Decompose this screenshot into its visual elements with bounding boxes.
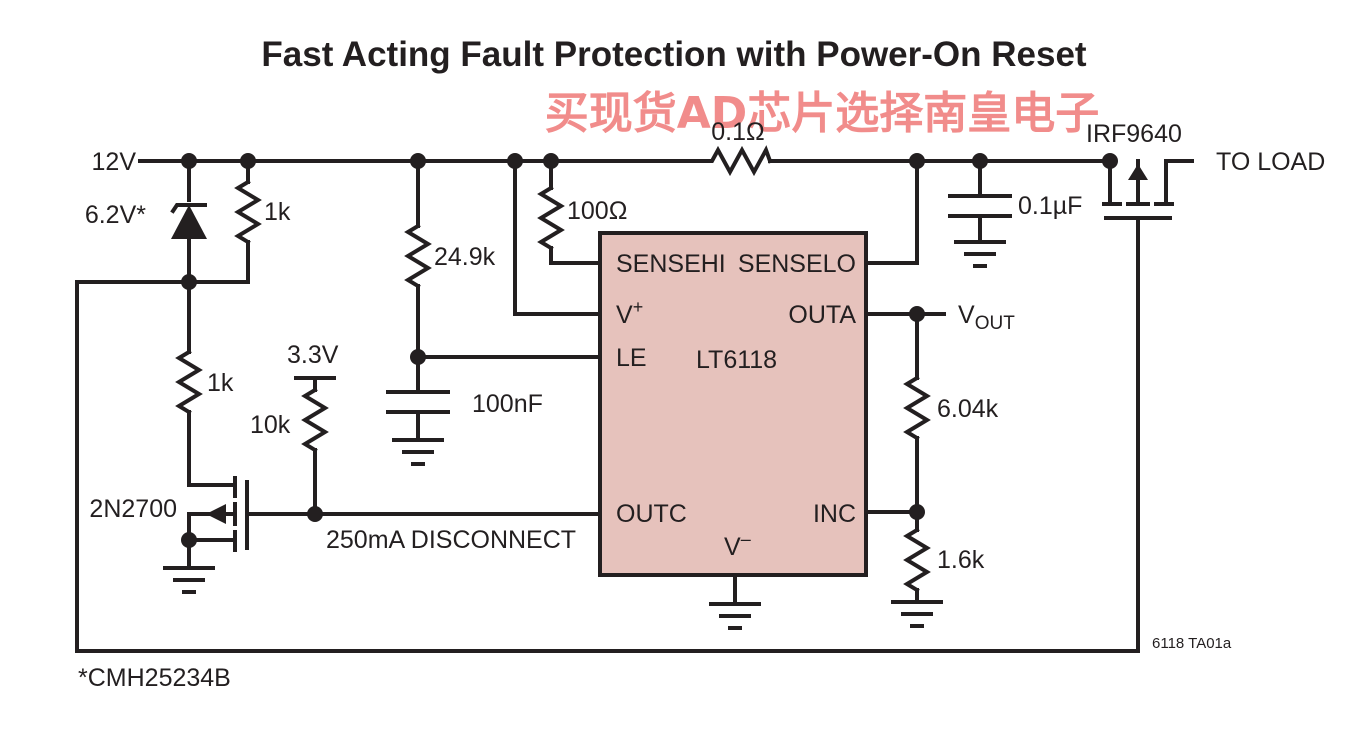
pin-senselo: SENSELO: [738, 250, 856, 278]
pin-outa: OUTA: [788, 301, 856, 329]
sense-resistor: [704, 145, 773, 177]
label-r-sense: 0.1Ω: [711, 118, 764, 146]
label-r-zener: 1k: [264, 198, 291, 226]
pin-vplus: V+: [616, 297, 643, 329]
ic-name: LT6118: [696, 346, 777, 374]
pullup-10k: [294, 376, 336, 516]
label-fig-id: 6118 TA01a: [1152, 635, 1232, 652]
label-r-16k: 1.6k: [937, 546, 985, 574]
label-cap-01: 0.1µF: [1018, 192, 1082, 220]
label-vout: VOUT: [958, 301, 1015, 334]
label-12v: 12V: [92, 148, 137, 176]
sense-connections: [513, 159, 919, 316]
label-r-24k9: 24.9k: [434, 243, 496, 271]
label-r-604k: 6.04k: [937, 395, 999, 423]
label-footnote: *CMH25234B: [78, 664, 231, 692]
pin-sensehi: SENSEHI: [616, 250, 726, 278]
label-2n2700: 2N2700: [89, 495, 177, 523]
watermark: 买现货AD芯片选择南皇电子: [545, 88, 1100, 139]
le-network: [386, 159, 602, 466]
vminus-ground: [709, 573, 761, 630]
lt6118-chip: [598, 231, 868, 577]
label-zener: 6.2V*: [85, 201, 146, 229]
zener-diode-icon: [171, 205, 207, 239]
nmos-2n2700: [163, 476, 602, 594]
label-r-gate: 1k: [207, 369, 234, 397]
pin-vminus: V–: [724, 529, 751, 561]
pin-outc: OUTC: [616, 500, 687, 528]
label-r-10k: 10k: [250, 411, 291, 439]
label-cap-100n: 100nF: [472, 390, 543, 418]
label-3v3: 3.3V: [287, 341, 339, 369]
pin-inc: INC: [813, 500, 856, 528]
label-irf9640: IRF9640: [1086, 120, 1182, 148]
pmos-irf9640: [1098, 159, 1194, 220]
diagram-title: Fast Acting Fault Protection with Power-…: [261, 35, 1087, 74]
label-r-100: 100Ω: [567, 197, 627, 225]
label-to-load: TO LOAD: [1216, 148, 1325, 176]
bypass-cap: [948, 159, 1012, 268]
junction-dots: [181, 153, 1118, 548]
output-divider: [864, 312, 946, 628]
label-disconnect: 250mA DISCONNECT: [326, 526, 576, 554]
pin-le: LE: [616, 344, 647, 372]
